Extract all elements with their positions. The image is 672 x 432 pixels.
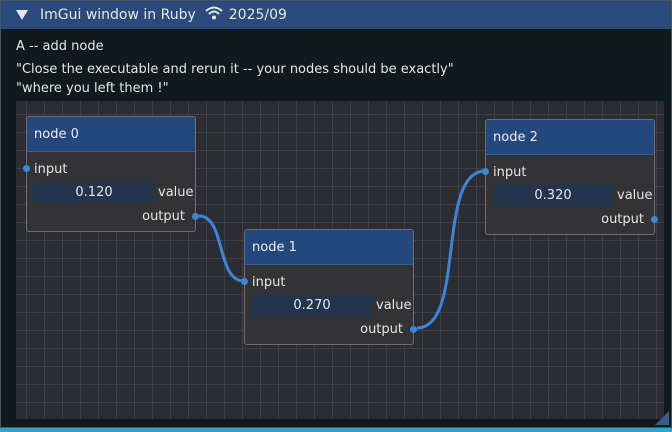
node-2-value-label: value <box>617 188 653 203</box>
node-1-output-label: output <box>360 322 403 337</box>
node-0-header[interactable]: node 0 <box>27 117 195 152</box>
node-2-input-pin[interactable] <box>482 168 489 175</box>
node-2-output-pin[interactable] <box>651 216 658 223</box>
node-1-value-field[interactable]: 0.270 <box>252 295 372 316</box>
node-2[interactable]: node 2 input 0.320 value output <box>482 119 658 235</box>
node-2-header[interactable]: node 2 <box>486 120 654 155</box>
node-2-input-label: input <box>493 165 527 180</box>
node-1-output-pin[interactable] <box>410 326 417 333</box>
node-links <box>198 169 486 330</box>
node-1-header[interactable]: node 1 <box>245 230 413 265</box>
node-2-value-field[interactable]: 0.320 <box>493 185 613 206</box>
node-0-output-label: output <box>142 209 185 224</box>
node-0-input-pin[interactable] <box>23 165 30 172</box>
wifi-icon <box>205 6 223 24</box>
window-title: ImGui window in Ruby <box>40 7 196 23</box>
link-node0-to-node1 <box>198 214 245 283</box>
node-1-value-label: value <box>376 298 412 313</box>
node-1[interactable]: node 1 input 0.270 value output <box>241 229 417 345</box>
node-2-output-label: output <box>601 212 644 227</box>
link-node1-to-node2 <box>416 169 486 330</box>
node-0[interactable]: node 0 input 0.120 value output <box>23 116 199 232</box>
node-1-input-label: input <box>252 275 286 290</box>
node-0-value-label: value <box>158 185 194 200</box>
node-0-input-label: input <box>34 162 68 177</box>
node-editor-canvas[interactable]: node 0 input 0.120 value output node 1 i… <box>16 101 664 419</box>
collapse-arrow-icon[interactable] <box>16 10 28 20</box>
node-0-value-field[interactable]: 0.120 <box>34 182 154 203</box>
node-1-input-pin[interactable] <box>241 278 248 285</box>
instruction-left-them: "where you left them !" <box>16 81 169 96</box>
node-0-output-pin[interactable] <box>192 213 199 220</box>
window-resize-grip[interactable] <box>655 411 669 425</box>
window-date: 2025/09 <box>228 7 287 23</box>
window-title-bar[interactable]: ImGui window in Ruby 2025/09 <box>1 1 671 29</box>
instruction-rerun: "Close the executable and rerun it -- yo… <box>16 62 454 77</box>
instruction-add-node: A -- add node <box>16 39 104 54</box>
